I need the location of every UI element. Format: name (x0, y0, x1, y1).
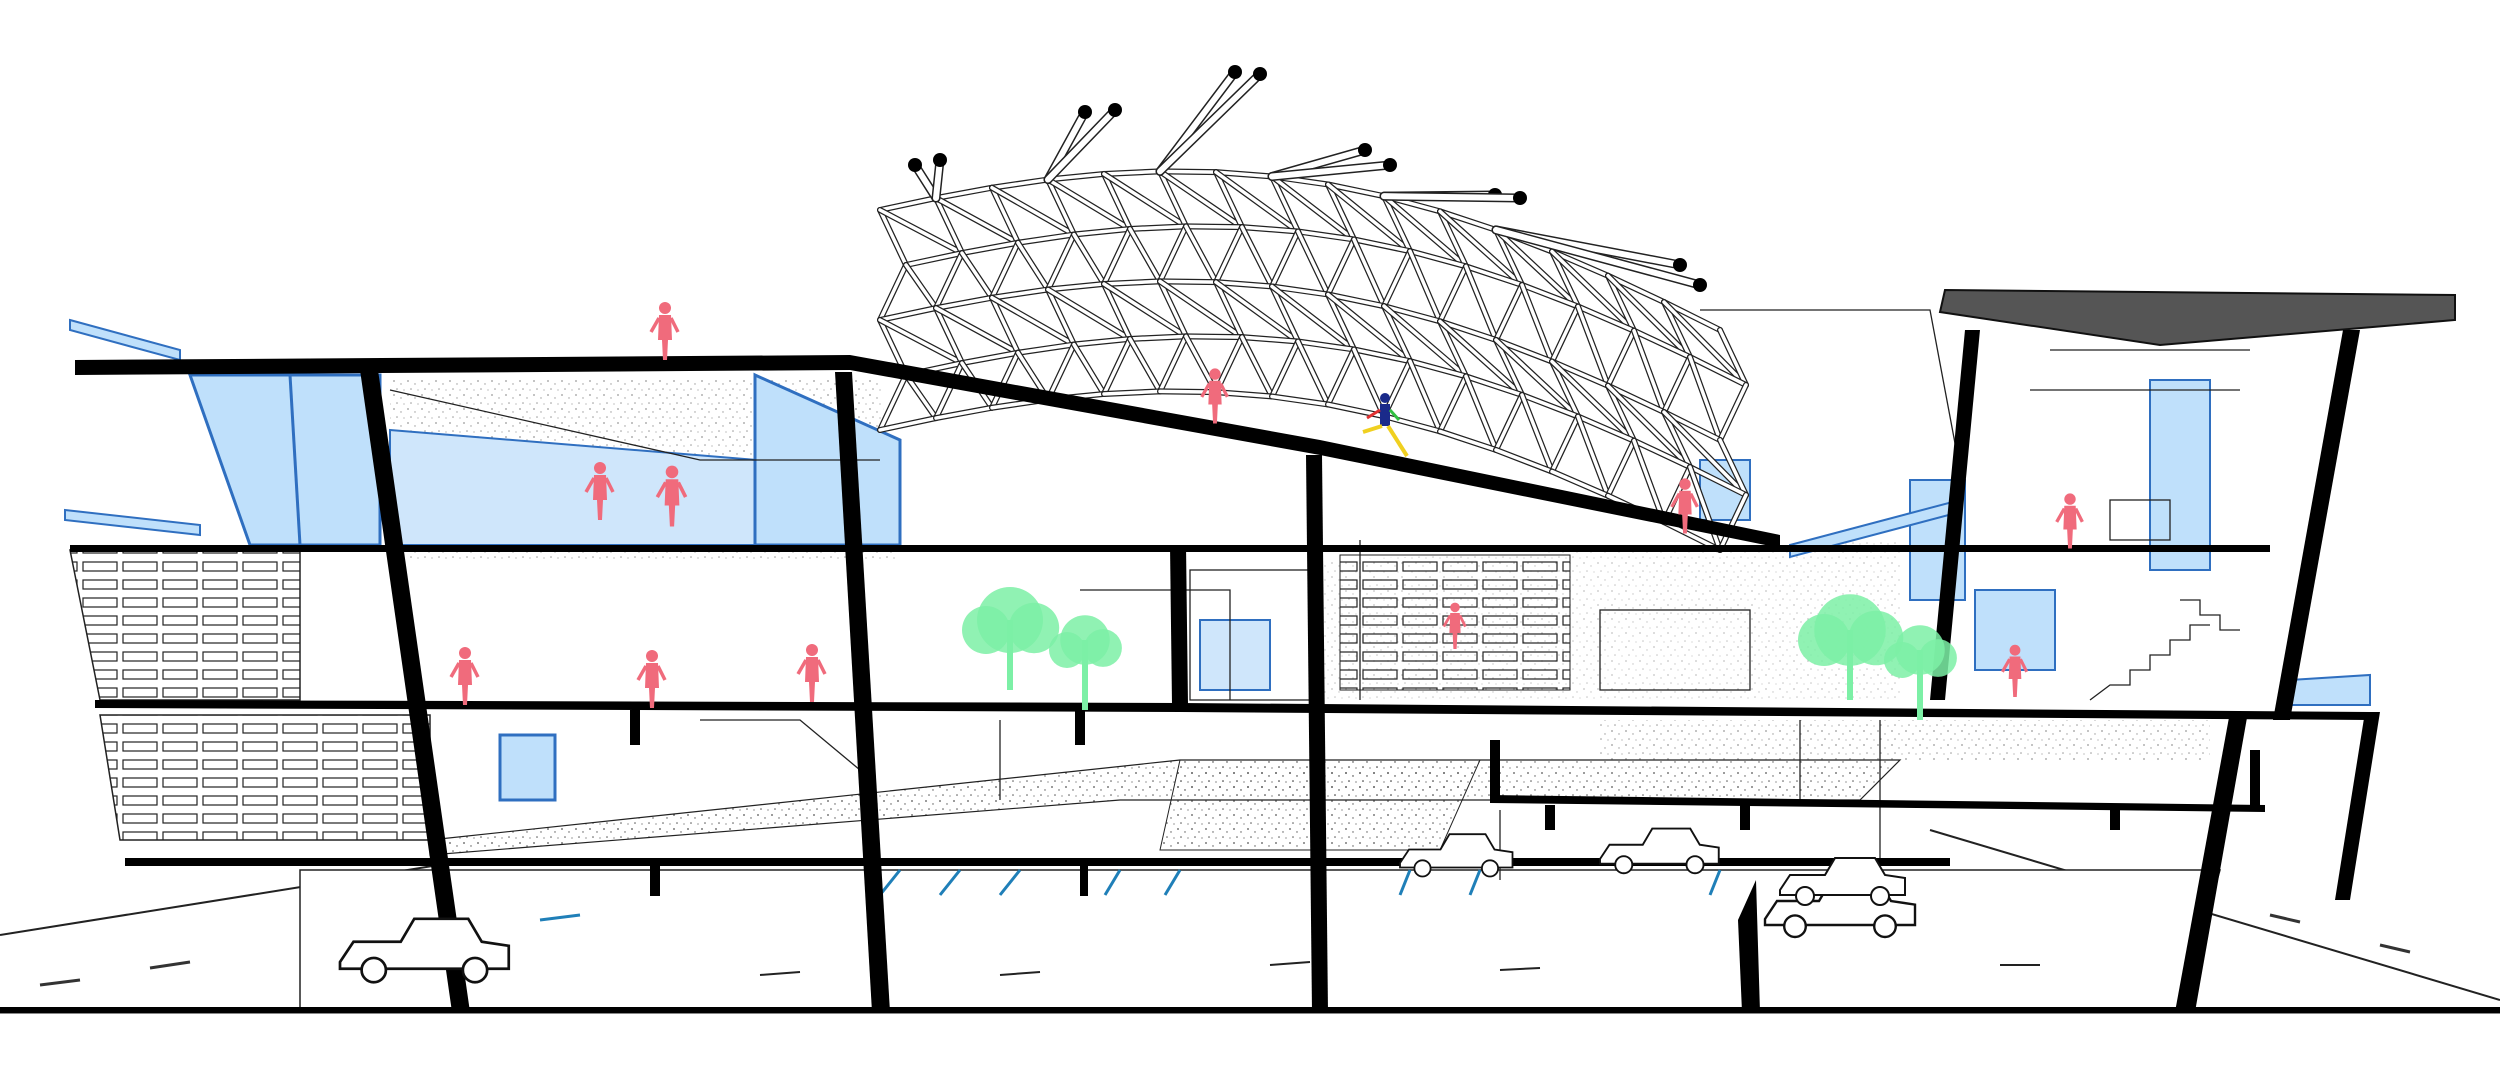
lattice-node-icon (1358, 143, 1372, 157)
tree-icon (962, 587, 1060, 690)
person-figure-icon (649, 302, 680, 360)
roof-canopy (1938, 288, 2456, 347)
person-figure-icon (655, 465, 688, 527)
person-figure-icon (1670, 478, 1699, 534)
lattice-node-icon (1078, 105, 1092, 119)
person-figure-icon (584, 462, 615, 520)
lattice-node-icon (1228, 65, 1242, 79)
lattice-node-icon (1513, 191, 1527, 205)
person-figure-icon (796, 644, 827, 702)
tree-icon (1049, 615, 1122, 710)
lattice-node-icon (1383, 158, 1397, 172)
tree-icon (1884, 625, 1957, 720)
person-figure-icon (2055, 493, 2084, 549)
person-figure-icon (1362, 393, 1409, 458)
cars (338, 827, 1917, 984)
lattice-node-icon (1673, 258, 1687, 272)
lattice-node-icon (908, 158, 922, 172)
trees (962, 587, 1957, 720)
lattice-node-icon (933, 153, 947, 167)
lattice-node-icon (1693, 278, 1707, 292)
person-figure-icon (1442, 602, 1467, 649)
car-icon (1399, 833, 1514, 878)
car-icon (1599, 827, 1720, 875)
person-figure-icon (2001, 644, 2029, 697)
geodesic-lattice (877, 65, 1749, 553)
car-icon (1779, 857, 1906, 906)
interior-detail (389, 309, 2250, 880)
parking-level (299, 869, 2221, 1011)
people (449, 302, 2084, 708)
lattice-node-icon (1253, 67, 1267, 81)
car-icon (338, 917, 511, 984)
columns (360, 330, 2380, 1012)
person-figure-icon (1200, 368, 1229, 424)
person-figure-icon (636, 650, 667, 708)
lattice-node-icon (1108, 103, 1122, 117)
person-figure-icon (449, 647, 480, 705)
